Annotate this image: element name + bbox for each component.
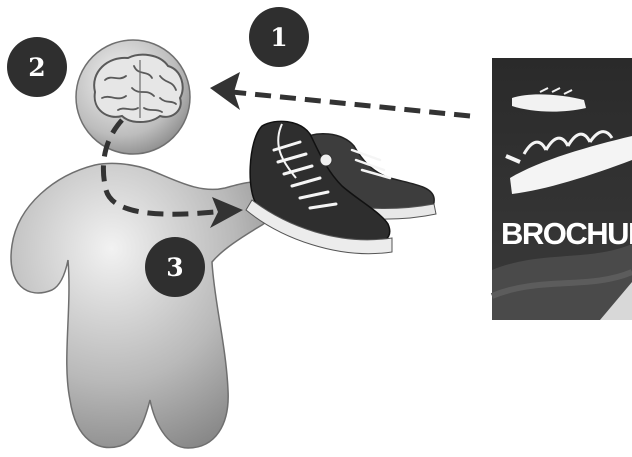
step-number-3: 3 [166,253,183,282]
step-badge-2: 2 [7,37,67,97]
arrow-brochure-to-head [210,72,470,116]
brochure-icon: BROCHURE [492,58,632,320]
sneakers-icon [246,121,436,253]
step-number-2: 2 [28,53,45,82]
step-badge-3: 3 [145,237,205,297]
brochure-title: BROCHURE [501,216,632,251]
step-number-1: 1 [270,23,287,52]
step-badge-1: 1 [249,7,309,67]
